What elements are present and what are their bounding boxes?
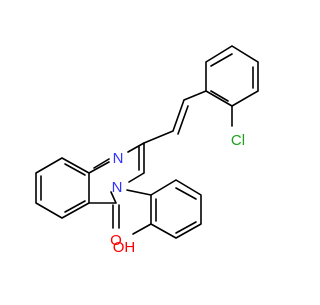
molecule-canvas: N N O Cl OH bbox=[35, 45, 259, 256]
atom-labels: N N O Cl OH bbox=[110, 132, 245, 256]
n3-label: N bbox=[112, 179, 123, 196]
n1-label: N bbox=[113, 150, 124, 167]
c-oh-bond bbox=[132, 223, 152, 235]
benzo-ring-bonds bbox=[35, 157, 90, 219]
molecule-structure: N N O Cl OH bbox=[35, 45, 259, 256]
chlorophenyl-ring-bonds bbox=[205, 45, 259, 107]
bond-layer bbox=[35, 45, 259, 239]
carbonyl-o-label: O bbox=[110, 232, 122, 249]
pyrimidinone-ring-bonds bbox=[88, 142, 145, 204]
carbonyl-bond bbox=[112, 204, 120, 229]
n-aryl-bond bbox=[126, 189, 152, 196]
cl-label: Cl bbox=[231, 132, 245, 149]
vinyl-linker-bonds bbox=[143, 90, 207, 144]
hydroxyphenyl-ring-bonds bbox=[150, 179, 202, 239]
oh-label: OH bbox=[113, 239, 136, 256]
